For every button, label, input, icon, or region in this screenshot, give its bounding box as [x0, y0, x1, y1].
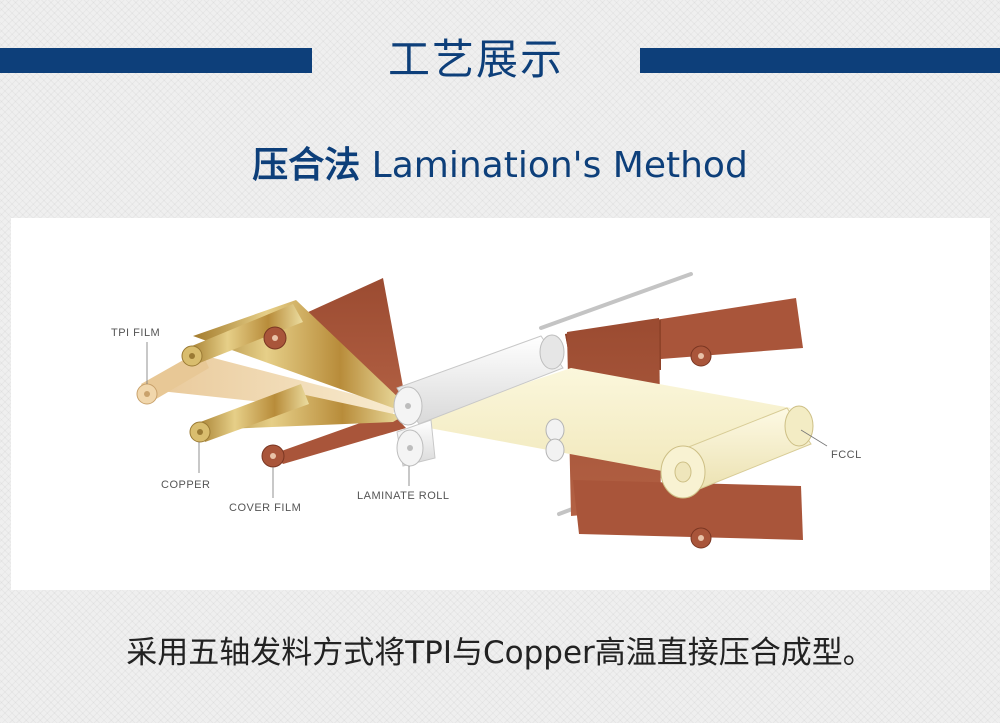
description-caption: 采用五轴发料方式将TPI与Copper高温直接压合成型。 — [126, 635, 874, 671]
fccl-leader — [800, 429, 828, 447]
guide-rod-top — [539, 272, 693, 330]
label-copper: COPPER — [161, 479, 210, 491]
header-band-right — [640, 48, 1000, 73]
lower-brown-loop — [573, 480, 803, 540]
guide-roller-b — [545, 438, 565, 462]
diagram-panel: TPI FILM COPPER COVER FILM LAMINATE ROLL… — [11, 218, 990, 590]
section-title: 压合法 Lamination's Method — [0, 140, 1000, 192]
page-title: 工艺展示 — [387, 35, 564, 84]
label-tpi-film: TPI FILM — [111, 327, 160, 339]
fccl-roll — [660, 405, 814, 499]
cover-film-lower-sheet — [273, 412, 406, 464]
upper-takeup-roll — [690, 345, 712, 367]
laminate-roll-lower — [396, 419, 436, 467]
header-band-left — [0, 48, 312, 73]
copper-roll-upper — [181, 304, 303, 367]
label-cover-film: COVER FILM — [229, 502, 301, 514]
guide-roller-a — [545, 418, 565, 442]
cover-film-roll-upper — [263, 326, 287, 350]
copper-roll-lower — [189, 384, 309, 443]
tpi-film-sheet — [151, 356, 399, 416]
section-title-cn: 压合法 — [252, 145, 361, 186]
lower-takeup-roll — [690, 527, 712, 549]
cover-film-roll-lower — [261, 444, 285, 468]
lamination-diagram: TPI FILM COPPER COVER FILM LAMINATE ROLL… — [111, 272, 862, 549]
label-fccl: FCCL — [831, 449, 862, 461]
label-laminate-roll: LAMINATE ROLL — [357, 490, 450, 502]
section-title-en: Lamination's Method — [371, 145, 748, 186]
laminate-roll-upper — [393, 334, 565, 426]
